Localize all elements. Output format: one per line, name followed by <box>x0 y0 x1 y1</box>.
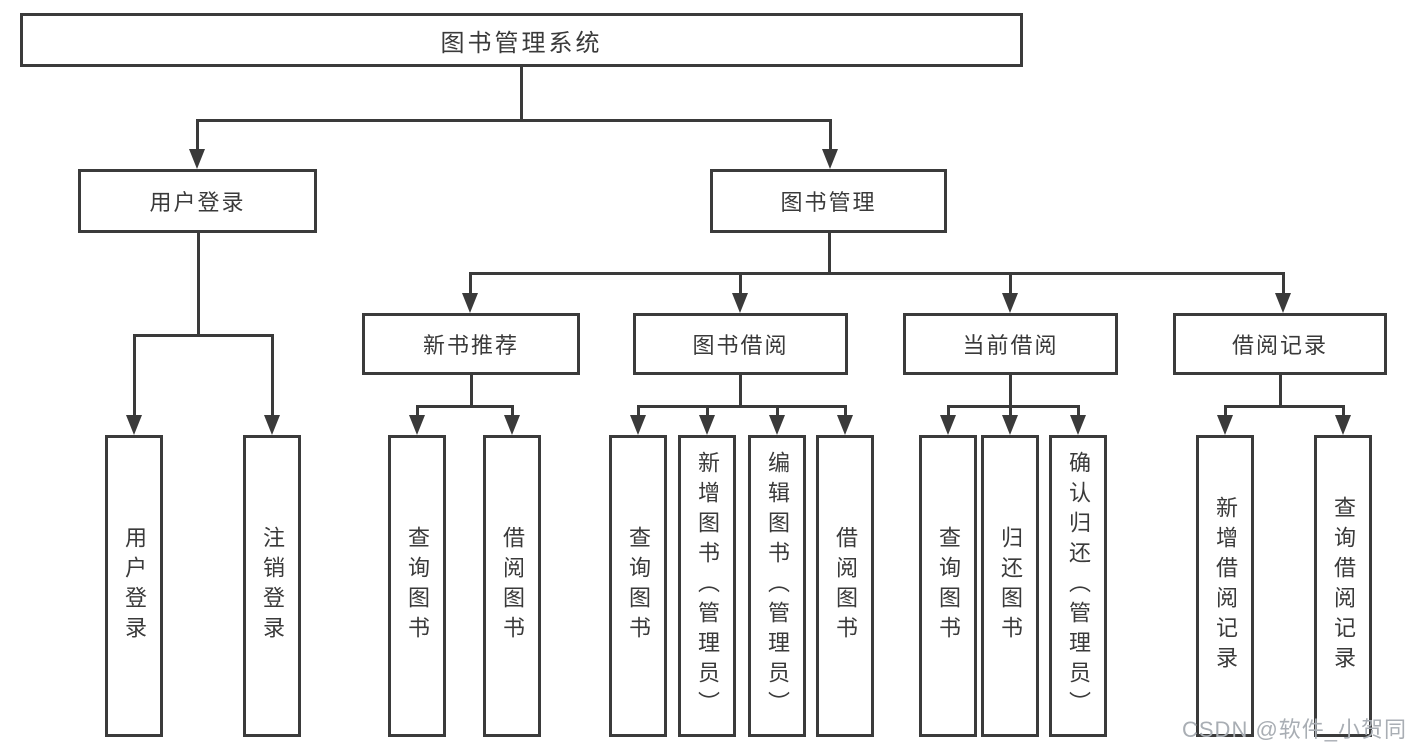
arrowhead-leaf-bb-edit <box>769 415 785 435</box>
arrowhead-leaf-cb-return <box>1002 415 1018 435</box>
node-new-book-rec: 新书推荐 <box>362 313 580 375</box>
node-leaf-cb-return: 归还图书 <box>981 435 1039 737</box>
connector-user-login-bar <box>133 334 274 337</box>
connector-stem-leaf-br-query <box>1342 405 1345 419</box>
connector-stem-leaf-bb-query <box>637 405 640 419</box>
arrowhead-leaf-login <box>126 415 142 435</box>
arrowhead-leaf-nb-borrow <box>504 415 520 435</box>
arrowhead-book-mgmt <box>822 149 838 169</box>
connector-new-book-rec-bar <box>416 405 514 408</box>
connector-book-mgmt-bar <box>469 272 1285 275</box>
connector-stem-book-mgmt <box>829 119 832 159</box>
node-leaf-cb-query: 查询图书 <box>919 435 977 737</box>
node-leaf-nb-borrow: 借阅图书 <box>483 435 541 737</box>
connector-current-borrow-bar <box>947 405 1080 408</box>
arrowhead-leaf-logout <box>264 415 280 435</box>
node-leaf-nb-query: 查询图书 <box>388 435 446 737</box>
arrowhead-borrow-records <box>1275 293 1291 313</box>
connector-stem-borrow-records <box>1282 272 1285 303</box>
connector-book-borrow-stem <box>739 375 742 407</box>
arrowhead-current-borrow <box>1002 293 1018 313</box>
connector-user-login-stem <box>197 233 200 336</box>
node-book-borrow: 图书借阅 <box>633 313 848 375</box>
connector-stem-leaf-cb-query <box>947 405 950 419</box>
connector-stem-leaf-br-add <box>1224 405 1227 419</box>
arrowhead-leaf-bb-query <box>630 415 646 435</box>
connector-stem-leaf-cb-confirm <box>1077 405 1080 419</box>
connector-stem-current-borrow <box>1009 272 1012 303</box>
node-leaf-logout: 注销登录 <box>243 435 301 737</box>
connector-stem-user-login <box>196 119 199 159</box>
connector-stem-leaf-logout <box>271 334 274 425</box>
node-leaf-bb-borrow: 借阅图书 <box>816 435 874 737</box>
connector-stem-leaf-bb-edit <box>776 405 779 419</box>
connector-borrow-records-bar <box>1224 405 1345 408</box>
node-root: 图书管理系统 <box>20 13 1023 67</box>
arrowhead-leaf-br-query <box>1335 415 1351 435</box>
node-leaf-bb-edit: 编辑图书（管理员） <box>748 435 806 737</box>
node-borrow-records: 借阅记录 <box>1173 313 1387 375</box>
arrowhead-new-book-rec <box>462 293 478 313</box>
arrowhead-leaf-nb-query <box>409 415 425 435</box>
connector-stem-leaf-bb-borrow <box>844 405 847 419</box>
csdn-watermark: CSDN @软件_小贺同学 <box>1182 717 1405 742</box>
connector-new-book-rec-stem <box>470 375 473 407</box>
connector-root-stem <box>520 67 523 120</box>
node-leaf-login: 用户登录 <box>105 435 163 737</box>
arrowhead-leaf-br-add <box>1217 415 1233 435</box>
connector-borrow-records-stem <box>1279 375 1282 407</box>
connector-stem-leaf-nb-borrow <box>511 405 514 419</box>
connector-stem-new-book-rec <box>469 272 472 303</box>
arrowhead-user-login <box>189 149 205 169</box>
node-leaf-br-query: 查询借阅记录 <box>1314 435 1372 737</box>
arrowhead-leaf-bb-add <box>699 415 715 435</box>
node-leaf-bb-add: 新增图书（管理员） <box>678 435 736 737</box>
connector-stem-leaf-bb-add <box>706 405 709 419</box>
node-leaf-cb-confirm: 确认归还（管理员） <box>1049 435 1107 737</box>
node-user-login: 用户登录 <box>78 169 317 233</box>
node-leaf-bb-query: 查询图书 <box>609 435 667 737</box>
arrowhead-leaf-cb-confirm <box>1070 415 1086 435</box>
node-current-borrow: 当前借阅 <box>903 313 1118 375</box>
connector-stem-book-borrow <box>739 272 742 303</box>
arrowhead-book-borrow <box>732 293 748 313</box>
connector-book-mgmt-stem <box>828 233 831 274</box>
node-book-mgmt: 图书管理 <box>710 169 947 233</box>
connector-stem-leaf-nb-query <box>416 405 419 419</box>
connector-stem-leaf-login <box>133 334 136 425</box>
arrowhead-leaf-bb-borrow <box>837 415 853 435</box>
connector-stem-leaf-cb-return <box>1009 405 1012 419</box>
connector-root-bar <box>196 119 832 122</box>
node-leaf-br-add: 新增借阅记录 <box>1196 435 1254 737</box>
connector-book-borrow-bar <box>637 405 847 408</box>
connector-current-borrow-stem <box>1009 375 1012 407</box>
arrowhead-leaf-cb-query <box>940 415 956 435</box>
